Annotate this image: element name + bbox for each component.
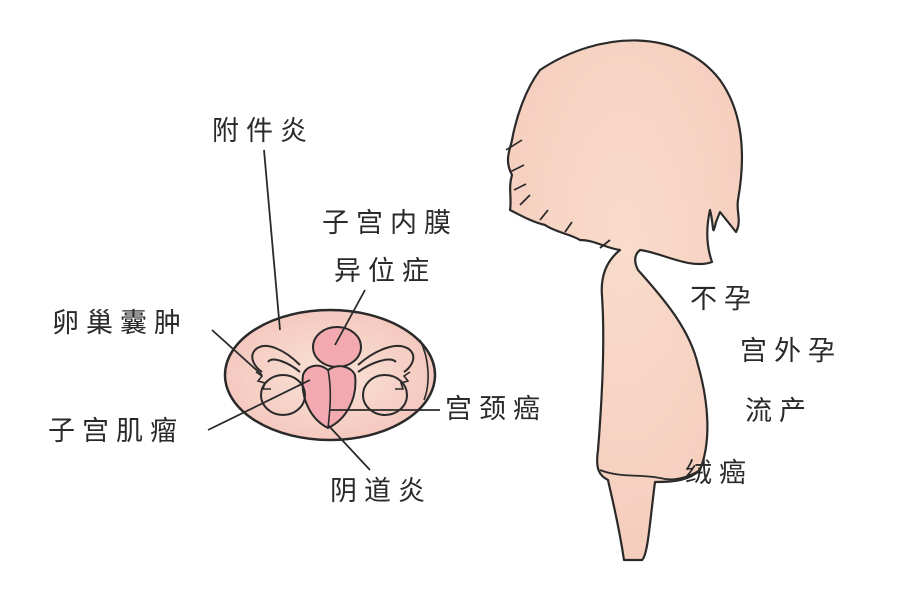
label-endometriosis-line2: 异位症 <box>334 256 436 287</box>
label-choriocarcinoma: 绒癌 <box>685 458 753 489</box>
pelvis-diagram <box>223 308 437 442</box>
label-cervical-cancer: 宫颈癌 <box>445 394 547 425</box>
label-uterine-fibroid: 子宫肌瘤 <box>48 416 184 447</box>
label-infertility: 不孕 <box>690 284 758 315</box>
label-vaginitis: 阴道炎 <box>330 476 432 507</box>
label-ectopic-pregnancy: 宫外孕 <box>740 336 842 367</box>
label-adnexitis: 附件炎 <box>212 116 314 147</box>
label-ovarian-cyst: 卵巢囊肿 <box>52 308 188 339</box>
label-miscarriage: 流产 <box>745 396 813 427</box>
leader-lines <box>207 149 440 471</box>
girl-silhouette-icon <box>505 39 744 562</box>
label-endometriosis-line1: 子宫内膜 <box>322 208 458 239</box>
